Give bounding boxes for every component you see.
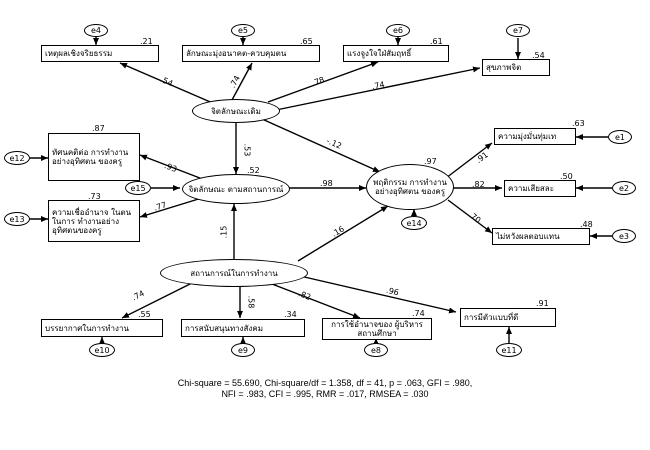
r2-atmosphere: .55 [138,310,151,319]
node-self-control: ลักษณะมุ่งอนาคต-ควบคุมตน [182,45,320,62]
error-e7: e7 [506,24,530,37]
r2-social-support: .34 [284,310,297,319]
arrow-beh-commit [445,142,493,179]
node-achievement: แรงจูงใจใฝ่สัมฤทธิ์ [343,45,449,62]
node-atmosphere: บรรยากาศในการทำงาน [41,319,163,337]
node-situ-traits: จิตลักษณะ ตามสถานการณ์ [182,174,290,204]
fit-statistics-line-1: Chi-square = 55.690, Chi-square/df = 1.3… [177,378,473,388]
fit-statistics-line-2: NFI = .983, CFI = .995, RMR = .017, RMSE… [221,389,429,399]
r2-commitment: .63 [572,119,585,128]
r2-admin-power: .74 [412,309,425,318]
r2-behavior: .97 [424,157,437,166]
arrow-orig-self [231,62,253,101]
error-e12: e12 [4,151,30,165]
arrow-beh-noreward [447,199,493,234]
node-commitment: ความมุ่งมั่นทุ่มเท [494,128,576,145]
r2-belief: .73 [88,192,101,201]
arrow-work-atmos [121,280,197,319]
arrow-work-model [299,275,457,314]
node-sacrifice: ความเสียสละ [504,180,576,197]
error-e4: e4 [84,24,108,37]
arrow-work-admin [271,283,361,319]
error-e8: e8 [364,343,388,357]
node-no-reward: ไม่หวังผลตอบแทน [492,228,590,245]
node-work-situation: สถานการณ์ในการทำงาน [160,259,308,287]
node-attitude: ทัศนคติต่อ การทำงาน อย่างอุทิศตน ของครู [48,133,140,181]
error-e6: e6 [386,24,410,37]
node-orig-traits: จิตลักษณะเดิม [192,99,280,123]
node-role-model: การมีตัวแบบที่ดี [460,308,556,327]
error-e1: e1 [608,130,632,144]
error-e5: e5 [231,24,255,37]
error-e11: e11 [496,343,522,357]
node-health: สุขภาพจิต [482,59,550,76]
arrow-orig-moral [119,62,216,105]
node-social-support: การสนับสนุนทางสังคม [181,319,305,337]
coef-orig-situ: .53 [242,143,252,157]
coef-beh-sacrifice: .82 [472,180,485,189]
node-moral-reason: เหตุผลเชิงจริยธรรม [41,45,159,62]
error-e10: e10 [89,343,115,357]
error-e3: e3 [612,229,636,243]
r2-no-reward: .48 [580,220,593,229]
r2-attitude: .87 [92,124,105,133]
r2-achievement: .61 [430,37,443,46]
arrow-orig-behavior [261,118,381,173]
r2-health: .54 [532,51,545,60]
r2-sacrifice: .50 [560,172,573,181]
node-belief: ความเชื่ออำนาจ ในตนในการ ทำงานอย่าง อุทิ… [48,200,140,242]
r2-self-control: .65 [300,37,313,46]
node-admin-power: การใช้อำนาจของ ผู้บริหารสถานศึกษา [322,318,432,340]
arrow-orig-health [275,66,481,111]
node-behavior: พฤติกรรม การทำงาน อย่างอุทิศตน ของครู [366,164,454,210]
error-e13: e13 [4,212,30,226]
coef-work-situ: .15 [219,225,229,239]
error-e9: e9 [231,343,255,357]
arrow-work-behavior [297,205,389,262]
r2-situ-traits: .52 [247,166,260,175]
arrow-orig-achieve [267,61,379,103]
error-e14: e14 [401,216,427,230]
coef-situ-behavior: .98 [320,179,333,188]
coef-work-social: .58 [246,295,256,309]
arrow-situ-attitude [139,154,206,181]
arrow-situ-belief [139,196,206,218]
r2-moral-reason: .21 [140,37,153,46]
error-e2: e2 [612,181,636,195]
error-e15: e15 [125,181,151,195]
r2-role-model: .91 [536,299,549,308]
